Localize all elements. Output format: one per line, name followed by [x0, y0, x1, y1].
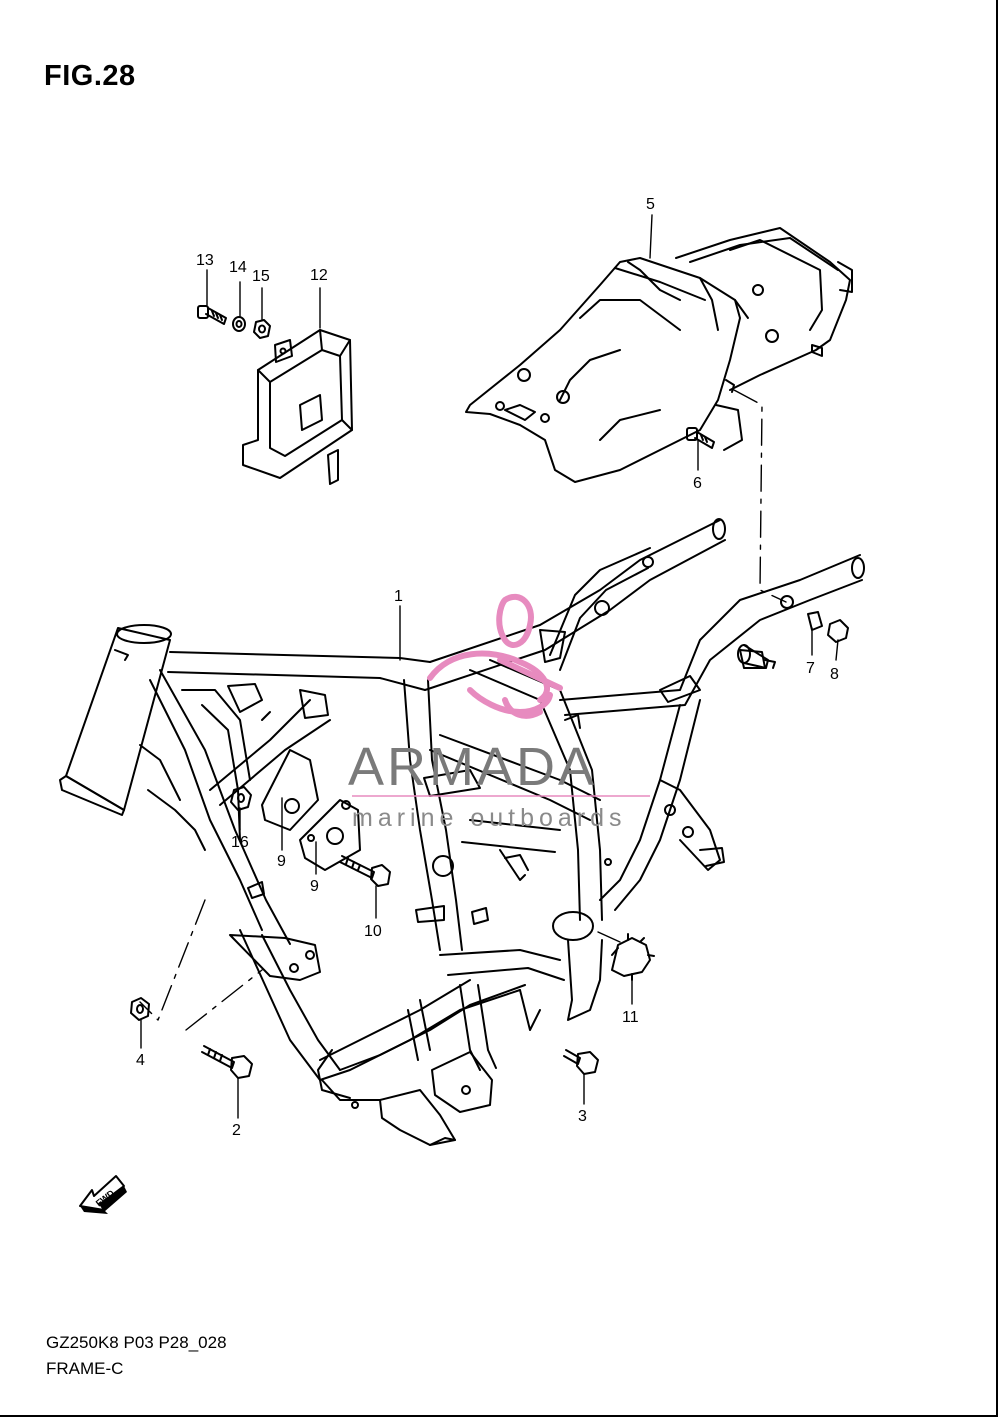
callout-4: 4: [136, 1052, 145, 1069]
callout-13: 12: [310, 267, 328, 284]
section-name: FRAME-C: [46, 1359, 124, 1378]
part-5-rear-fender: [465, 227, 853, 483]
part-7-collar: [807, 611, 823, 631]
callout-11: 16: [231, 834, 249, 851]
callout-7: 7: [806, 660, 815, 677]
part-12-cap: [611, 933, 655, 981]
watermark-brand: ARMADA: [348, 737, 597, 797]
part-4-nut: [130, 997, 150, 1021]
part-14-bolt: [197, 305, 227, 325]
part-8-nut: [827, 619, 849, 643]
callout-3: 3: [578, 1108, 587, 1125]
watermark-tagline: marine outboards: [352, 804, 627, 832]
armada-watermark: ARMADA marine outboards: [348, 593, 650, 832]
part-10-bolt: [339, 855, 391, 887]
callout-6: 6: [693, 475, 702, 492]
callout-1: 1: [394, 588, 403, 605]
callout-2: 2: [232, 1122, 241, 1139]
leader-lines: [140, 214, 839, 1119]
callout-15: 14: [229, 259, 247, 276]
callout-14: 13: [196, 252, 214, 269]
callout-9-upper: 9: [277, 853, 286, 870]
callout-9-lower: 9: [310, 878, 319, 895]
part-13-box-bracket: [242, 329, 353, 485]
part-2-bolt: [201, 1045, 253, 1079]
frame-stud: [737, 644, 769, 669]
part-11-nut: [230, 786, 252, 811]
callout-8: 8: [830, 666, 839, 683]
figure-title: FIG.28: [44, 60, 136, 92]
fwd-arrow-icon: FWD: [79, 1175, 127, 1214]
part-15-washer: [232, 316, 246, 332]
callout-16: 15: [252, 268, 270, 285]
callout-10: 10: [364, 923, 382, 940]
part-1-main-frame: [59, 518, 865, 1146]
part-3-bolt: [563, 1049, 599, 1075]
part-16-nut: [253, 319, 271, 339]
armada-logo-icon: [427, 593, 563, 719]
part-6-bolt: [686, 427, 715, 449]
callout-labels: 5 13 14 15 12 6 1 7 8 16 9 9 10 11 4 2 3: [136, 196, 839, 1139]
assembly-guide-lines: [139, 389, 787, 1031]
model-code: GZ250K8 P03 P28_028: [46, 1333, 227, 1352]
callout-12: 11: [622, 1009, 639, 1026]
callout-5: 5: [646, 196, 655, 213]
